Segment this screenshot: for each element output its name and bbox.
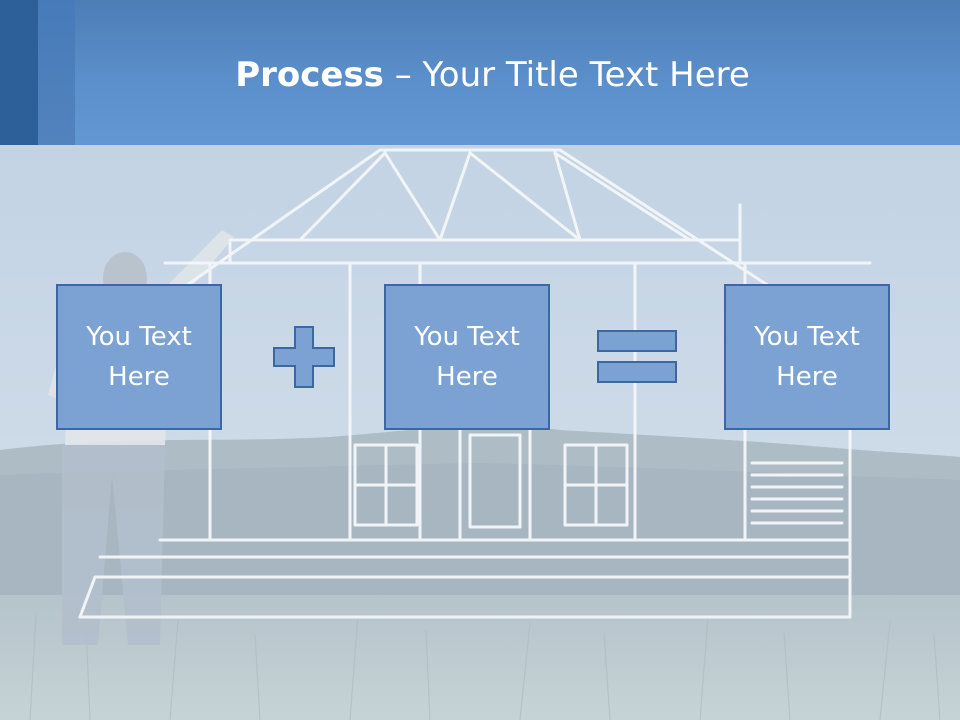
- background-image: [0, 145, 960, 720]
- header-accent-dark: [0, 0, 38, 145]
- plus-icon: [273, 326, 335, 388]
- process-box-1-text: You Text Here: [86, 322, 192, 392]
- process-box-3-text: You Text Here: [754, 322, 860, 392]
- title-bold: Process: [235, 55, 384, 95]
- process-box-3[interactable]: You Text Here: [724, 284, 890, 430]
- process-box-2-text: You Text Here: [414, 322, 520, 392]
- slide-title[interactable]: Process – Your Title Text Here: [0, 50, 960, 100]
- title-rest: – Your Title Text Here: [383, 55, 750, 95]
- house-sketch-illustration: [0, 145, 960, 720]
- process-box-1[interactable]: You Text Here: [56, 284, 222, 430]
- slide-header: Process – Your Title Text Here: [0, 0, 960, 145]
- process-box-2[interactable]: You Text Here: [384, 284, 550, 430]
- header-accent-light: [38, 0, 75, 145]
- equals-icon: [597, 330, 677, 383]
